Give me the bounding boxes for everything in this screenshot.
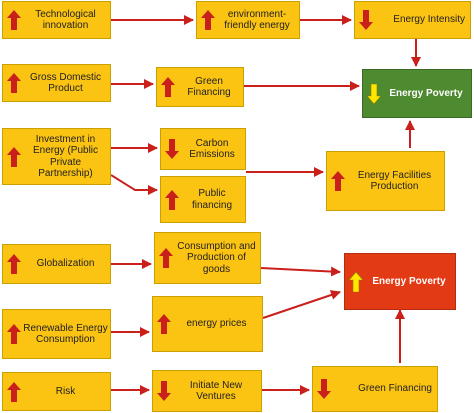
node-energy-facilities-production: Energy Facilities Production xyxy=(326,151,445,211)
node-label: Green Financing xyxy=(187,75,231,98)
node-label: Green Financing xyxy=(358,383,432,395)
node-label: environment-friendly energy xyxy=(224,8,290,31)
node-label: Investment in Energy (Public Private Par… xyxy=(32,134,99,179)
node-gdp: Gross Domestic Product xyxy=(2,64,111,102)
up-arrow-icon xyxy=(331,171,345,191)
node-label: Energy Intensity xyxy=(393,14,465,26)
node-technological-innovation: Technological innovation xyxy=(2,1,111,39)
down-arrow-icon xyxy=(317,379,331,399)
node-energy-intensity: Energy Intensity xyxy=(354,1,471,39)
down-arrow-icon xyxy=(157,381,171,401)
node-label: Energy Poverty xyxy=(389,87,463,99)
node-label: Technological innovation xyxy=(35,8,96,31)
up-arrow-icon xyxy=(201,10,215,30)
up-arrow-icon xyxy=(7,10,21,30)
node-label: energy prices xyxy=(186,318,247,330)
up-arrow-icon xyxy=(159,248,173,268)
up-arrow-icon xyxy=(349,271,363,292)
up-arrow-icon xyxy=(165,189,179,210)
node-energy-prices: energy prices xyxy=(152,296,263,352)
up-arrow-icon xyxy=(7,324,21,344)
node-label: Energy Poverty xyxy=(372,275,446,287)
node-label: Energy Facilities Production xyxy=(357,169,432,192)
up-arrow-icon xyxy=(7,381,21,402)
node-carbon-emissions: Carbon Emissions xyxy=(160,128,246,170)
node-environment-friendly-energy: environment-friendly energy xyxy=(196,1,300,39)
node-green-financing-2: Green Financing xyxy=(312,366,438,412)
node-label: Initiate New Ventures xyxy=(189,379,243,402)
node-label: Public financing xyxy=(191,188,233,211)
up-arrow-icon xyxy=(7,146,21,167)
node-label: Risk xyxy=(55,385,76,397)
node-consumption-production-goods: Consumption and Production of goods xyxy=(154,232,261,284)
node-energy-poverty-2: Energy Poverty xyxy=(344,253,456,310)
node-label: Carbon Emissions xyxy=(189,137,235,160)
node-public-financing: Public financing xyxy=(160,176,246,223)
up-arrow-icon xyxy=(157,314,171,334)
node-globalization: Globalization xyxy=(2,244,111,284)
down-arrow-icon xyxy=(367,83,381,104)
up-arrow-icon xyxy=(161,77,175,97)
node-initiate-new-ventures: Initiate New Ventures xyxy=(152,370,262,412)
node-label: Gross Domestic Product xyxy=(29,71,102,94)
down-arrow-icon xyxy=(359,10,373,30)
node-label: Renewable Energy Consumption xyxy=(23,322,108,345)
node-investment-energy: Investment in Energy (Public Private Par… xyxy=(2,128,111,185)
node-green-financing-1: Green Financing xyxy=(156,67,244,107)
up-arrow-icon xyxy=(7,254,21,274)
up-arrow-icon xyxy=(7,73,21,93)
node-risk: Risk xyxy=(2,372,111,411)
edge-consumption-to-poverty2 xyxy=(260,266,341,277)
node-energy-poverty-1: Energy Poverty xyxy=(362,69,472,118)
edge-prices-to-poverty2 xyxy=(262,290,341,319)
edge-investment-to-public xyxy=(110,174,158,195)
node-label: Globalization xyxy=(36,258,95,270)
down-arrow-icon xyxy=(165,139,179,159)
node-renewable-energy-consumption: Renewable Energy Consumption xyxy=(2,309,111,359)
node-label: Consumption and Production of goods xyxy=(177,241,256,275)
